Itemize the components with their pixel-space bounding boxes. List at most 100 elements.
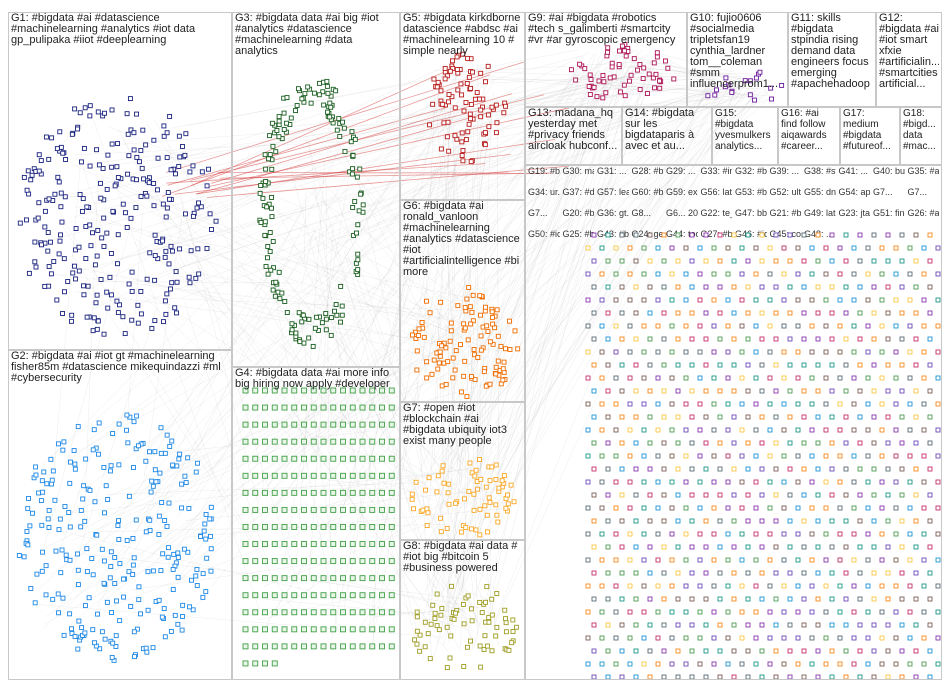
node	[104, 289, 110, 295]
node	[753, 245, 759, 251]
node	[613, 349, 619, 355]
node	[675, 622, 681, 628]
node	[823, 661, 829, 667]
node	[907, 453, 913, 459]
node	[446, 501, 452, 507]
node	[262, 660, 268, 667]
node	[115, 310, 121, 316]
node	[414, 348, 420, 354]
node	[787, 570, 793, 576]
node	[879, 635, 885, 641]
node	[340, 421, 346, 428]
node	[599, 505, 605, 511]
node	[105, 305, 111, 311]
node	[773, 648, 779, 654]
node	[72, 633, 78, 639]
node	[444, 624, 450, 630]
node	[885, 596, 891, 602]
node	[661, 570, 667, 576]
node	[44, 481, 50, 487]
node	[202, 521, 208, 527]
node	[582, 66, 588, 72]
node	[899, 336, 905, 342]
node	[899, 362, 905, 368]
node	[899, 466, 905, 472]
node	[633, 414, 639, 420]
node	[671, 76, 677, 82]
node	[697, 557, 703, 563]
node	[121, 594, 127, 600]
node	[272, 293, 278, 299]
node	[340, 558, 346, 565]
node	[731, 518, 737, 524]
node	[885, 388, 891, 394]
node	[494, 591, 500, 596]
node	[147, 517, 153, 523]
node	[781, 635, 787, 641]
node	[913, 648, 919, 654]
node	[815, 674, 821, 679]
node	[477, 599, 483, 605]
node	[330, 626, 337, 633]
node	[448, 320, 454, 326]
node	[161, 133, 167, 139]
node	[179, 505, 184, 511]
node	[270, 239, 276, 244]
node	[913, 232, 919, 238]
node	[463, 100, 469, 105]
node	[58, 190, 64, 196]
node	[725, 401, 731, 407]
node	[627, 453, 633, 459]
node	[242, 455, 249, 462]
node	[717, 388, 723, 394]
node	[661, 674, 667, 679]
node	[745, 232, 751, 238]
node	[354, 230, 359, 236]
node	[484, 584, 490, 590]
node	[647, 544, 653, 550]
node	[271, 438, 278, 445]
node	[277, 296, 283, 302]
node	[506, 647, 512, 653]
node	[857, 674, 863, 679]
node	[289, 327, 295, 333]
node	[159, 614, 165, 620]
node	[501, 473, 507, 479]
node	[262, 524, 268, 530]
node	[169, 438, 175, 444]
node	[739, 661, 745, 667]
node	[711, 453, 717, 459]
node	[120, 314, 126, 320]
group-label-g6: G6: #bigdata #ai ronald_vanloon #machine…	[403, 201, 520, 278]
node	[899, 596, 905, 602]
node	[69, 318, 74, 324]
node	[167, 444, 173, 449]
node	[320, 404, 327, 411]
node	[605, 388, 611, 394]
node	[935, 609, 941, 615]
node	[379, 541, 385, 547]
node	[485, 112, 491, 118]
node	[647, 258, 653, 264]
node	[655, 609, 661, 615]
small-group-cell: G32: #big...	[735, 167, 767, 176]
node	[865, 349, 871, 355]
node	[669, 583, 675, 589]
cluster-g4	[242, 387, 395, 667]
node	[753, 427, 759, 433]
node	[907, 375, 913, 381]
node	[689, 362, 695, 368]
node	[753, 323, 759, 329]
node	[801, 414, 807, 420]
node	[423, 487, 428, 493]
group-panel-g11: G11: skills #bigdata stpindia rising dem…	[788, 12, 876, 107]
node	[301, 558, 307, 565]
node	[262, 489, 268, 496]
node	[39, 568, 45, 574]
node	[935, 401, 941, 407]
node	[29, 172, 35, 178]
node	[717, 336, 723, 342]
node	[242, 660, 249, 667]
small-group-cell: G35: #ai...	[907, 167, 940, 176]
node	[340, 472, 346, 479]
